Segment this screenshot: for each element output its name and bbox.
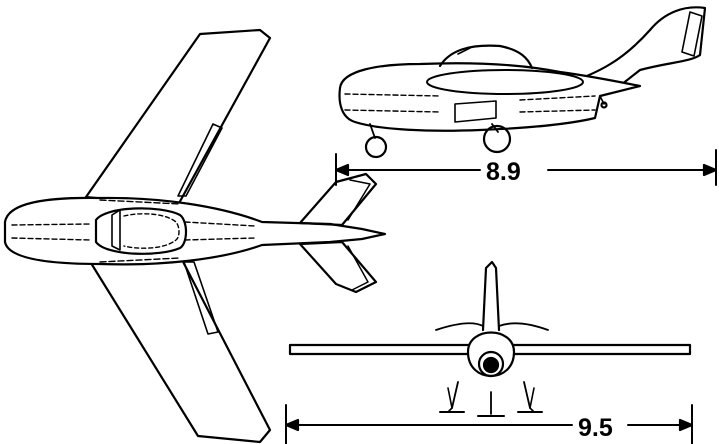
vertical-fin bbox=[556, 6, 707, 94]
length-label: 8.9 bbox=[486, 158, 521, 186]
upper-wing bbox=[84, 28, 272, 207]
top-view bbox=[3, 28, 387, 444]
upper-tailplane bbox=[298, 172, 378, 227]
front-intake bbox=[477, 350, 505, 378]
intake-oval bbox=[426, 69, 584, 95]
fuselage-side bbox=[338, 62, 642, 132]
canopy-side bbox=[438, 44, 534, 70]
side-view bbox=[338, 6, 707, 159]
canopy-plan bbox=[94, 207, 188, 255]
length-dimension: 8.9 bbox=[334, 149, 718, 186]
front-fin bbox=[481, 260, 501, 332]
front-wing bbox=[288, 343, 692, 356]
upper-wing-aileron bbox=[177, 123, 223, 197]
canopy-frame bbox=[111, 209, 121, 251]
nose-wheel bbox=[364, 135, 388, 159]
lower-wing-flap bbox=[183, 261, 219, 335]
lower-tailplane bbox=[298, 240, 378, 294]
front-view bbox=[288, 260, 692, 417]
span-dimension: 9.5 bbox=[284, 404, 694, 444]
fuselage-plan bbox=[3, 196, 387, 266]
main-wheel bbox=[482, 124, 512, 154]
lower-wing bbox=[84, 250, 272, 444]
span-label: 9.5 bbox=[578, 414, 613, 442]
